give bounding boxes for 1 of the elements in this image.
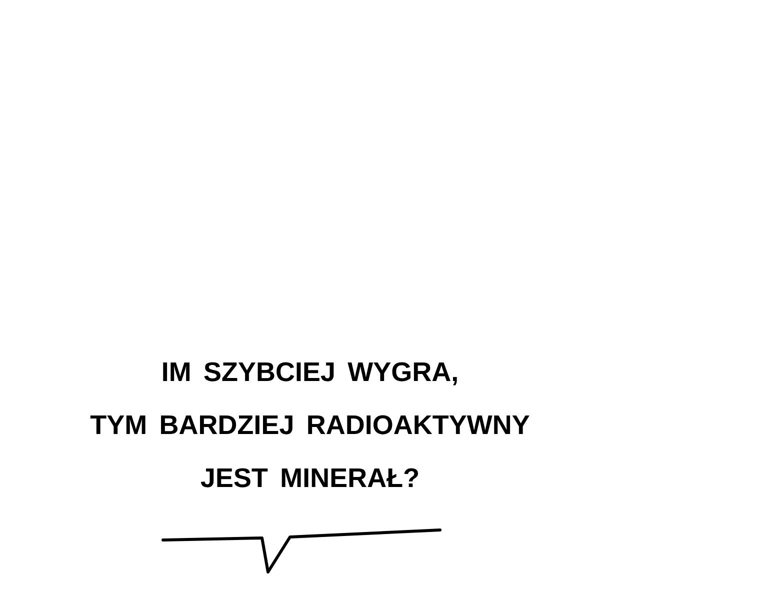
- speech-text: IM SZYBCIEJ WYGRA, TYM BARDZIEJ RADIOAKTYWNY JEST MINERAŁ?: [90, 362, 530, 488]
